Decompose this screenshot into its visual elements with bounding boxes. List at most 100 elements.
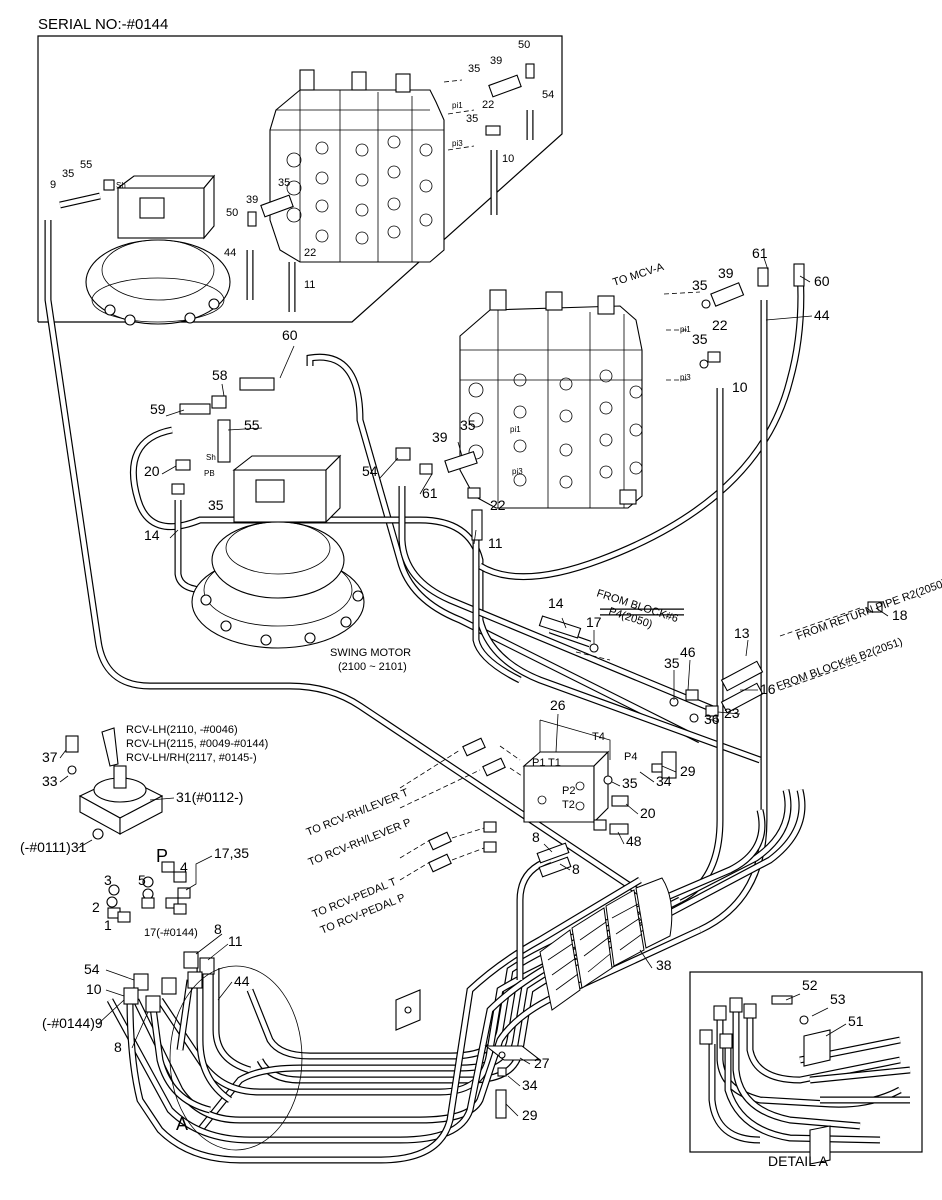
callout-54: 54	[362, 463, 378, 479]
main-fittings-top	[663, 263, 805, 381]
callout-rcv-lh-2115-0049-0144: RCV-LH(2115, #0049-#0144)	[126, 738, 268, 750]
inset-callouts: 35 39 50 22 54 35 10 55 35 9 39 50 22 44…	[50, 39, 554, 291]
callout-48: 48	[626, 833, 642, 849]
main-control-valve	[459, 289, 643, 509]
callout-52: 52	[802, 977, 818, 993]
callout-22: 22	[482, 99, 494, 111]
callout-rcv-lh-2110-0046: RCV-LH(2110, -#0046)	[126, 724, 238, 736]
callout-to-mcv-a: TO MCV-A	[611, 261, 666, 289]
callout-pi3: pi3	[512, 467, 523, 476]
callout-8: 8	[214, 921, 222, 937]
callout-16: 16	[760, 681, 776, 697]
callout-8: 8	[572, 861, 580, 877]
callout-60: 60	[814, 273, 830, 289]
callout-35: 35	[278, 177, 290, 189]
hose-clamp-38	[539, 877, 673, 1011]
callout-p1: P1	[532, 757, 545, 769]
callout-2100-2101: (2100 ~ 2101)	[338, 661, 407, 673]
callout-34: 34	[656, 773, 672, 789]
callout-35: 35	[692, 277, 708, 293]
callout-9: 9	[50, 179, 56, 191]
callout-46: 46	[680, 644, 696, 660]
main-callouts: 61 39 35 22 35 10 60 44 60 58 59 55 20 3…	[20, 245, 908, 1123]
callout-35: 35	[62, 168, 74, 180]
callout-36: 36	[704, 711, 720, 727]
callout-pb: PB	[204, 469, 215, 478]
callout-14: 14	[144, 527, 160, 543]
callout-0144-9: (-#0144)9	[42, 1015, 103, 1031]
inset-swing-motor	[85, 174, 231, 326]
callout-22: 22	[490, 497, 506, 513]
rcv-joystick	[65, 727, 164, 840]
callout-p4: P4	[624, 751, 637, 763]
callout-38: 38	[656, 957, 672, 973]
middle-fittings	[171, 377, 883, 723]
callout-sh: Sh	[116, 181, 126, 190]
callout-t1: T1	[548, 757, 561, 769]
callout-a: A	[176, 1114, 188, 1134]
swing-motor	[191, 419, 365, 649]
callout-11: 11	[304, 279, 315, 291]
callout-35: 35	[466, 113, 478, 125]
callout-26: 26	[550, 697, 566, 713]
callout-pi3: pi3	[452, 139, 463, 148]
lower-pipe-bundle	[106, 789, 806, 1164]
callout-55: 55	[244, 417, 260, 433]
callout-10: 10	[732, 379, 748, 395]
callout-60: 60	[282, 327, 298, 343]
callout-22: 22	[304, 247, 316, 259]
callout-53: 53	[830, 991, 846, 1007]
callout-39: 39	[246, 194, 258, 206]
inset-frame	[37, 35, 563, 323]
callout-11: 11	[228, 933, 243, 949]
callout-pi3: pi3	[680, 373, 691, 382]
callout-pi1: pi1	[680, 325, 691, 334]
callout-from-return-pipe-r2-2050: FROM RETURN PIPE R2(2050)	[795, 577, 942, 642]
callout-58: 58	[212, 367, 228, 383]
callout-50: 50	[226, 207, 238, 219]
callout-p2: P2	[562, 785, 575, 797]
callout-sh: Sh	[206, 453, 216, 462]
callout-54: 54	[542, 89, 554, 101]
callout-29: 29	[680, 763, 696, 779]
callout-22: 22	[712, 317, 728, 333]
callout-detail-a: DETAIL A	[768, 1153, 829, 1169]
small-fittings-set	[106, 861, 191, 923]
callout-35: 35	[468, 63, 480, 75]
callout-44: 44	[224, 247, 236, 259]
callout-39: 39	[490, 55, 502, 67]
callout-37: 37	[42, 749, 58, 765]
main-hose-routing	[44, 220, 805, 934]
callout-from-block-6-b2-2051: FROM BLOCK#6 B2(2051)	[775, 636, 904, 693]
callout-59: 59	[150, 401, 166, 417]
callout-55: 55	[80, 159, 92, 171]
callout-44: 44	[814, 307, 830, 323]
callout-p: P	[156, 846, 168, 866]
callout-33: 33	[42, 773, 58, 789]
callout-11: 11	[488, 535, 503, 551]
callout-34: 34	[522, 1077, 538, 1093]
inset-fittings	[59, 63, 535, 312]
callout-29: 29	[522, 1107, 538, 1123]
hose-ends-lower-left	[123, 951, 303, 1151]
serial-number-header: SERIAL NO:-#0144	[38, 16, 168, 33]
callout-35: 35	[460, 417, 476, 433]
callout-35: 35	[692, 331, 708, 347]
inset-control-valve	[269, 69, 445, 263]
callout-61: 61	[422, 485, 438, 501]
callout-20: 20	[640, 805, 656, 821]
callout-5: 5	[138, 872, 146, 888]
callout-18: 18	[892, 607, 908, 623]
callout-35: 35	[208, 497, 224, 513]
callout-35: 35	[664, 655, 680, 671]
callout-10: 10	[86, 981, 102, 997]
bracket-27	[395, 989, 542, 1119]
rcv-fittings	[399, 737, 572, 881]
callout-0111-31: (-#0111)31	[20, 839, 87, 855]
junction-block-26	[522, 719, 677, 835]
callout-pi1: pi1	[452, 101, 463, 110]
callout-pi1: pi1	[510, 425, 521, 434]
callout-51: 51	[848, 1013, 864, 1029]
